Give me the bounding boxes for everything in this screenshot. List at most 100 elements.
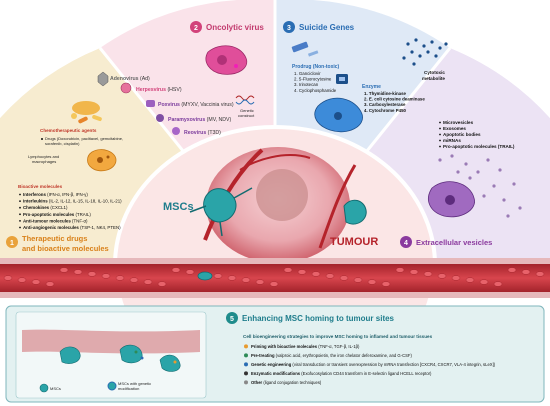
homing-bullet-icon: [244, 344, 248, 349]
red-blood-cell: [255, 279, 265, 285]
vesicle-dot: [438, 158, 442, 162]
genetic-label-1: Genetic: [240, 108, 254, 113]
cytotoxic-label-2: metabolite: [422, 76, 445, 81]
section-1-number: 1: [10, 240, 14, 247]
metabolite-dot: [414, 38, 418, 42]
metabolite-dot: [444, 42, 448, 46]
vesicle-dot: [512, 182, 516, 186]
red-blood-cell: [353, 277, 363, 283]
metabolite-dot: [410, 50, 414, 54]
blood-vessel-bottom-wall: [0, 292, 550, 298]
homing-receptor-dot: [134, 350, 138, 354]
prodrug-item: 2. 5-Fluorocytosine: [294, 77, 332, 82]
metabolite-dots: [402, 38, 448, 66]
corner-left: [0, 0, 100, 118]
section-1-title-1: Therapeutic drugs: [22, 234, 87, 243]
red-blood-cell: [507, 267, 517, 273]
homing-bullet-icon: [244, 362, 248, 367]
red-blood-cell: [31, 279, 41, 285]
red-blood-cell: [325, 273, 335, 279]
vesicle-dot: [450, 154, 454, 158]
legend-gm-label-2: modification: [118, 386, 139, 391]
virus-item: Herpesvirus (HSV): [136, 87, 182, 93]
homing-bullet-icon: [244, 353, 248, 358]
vesicle-dot: [506, 214, 510, 218]
bioactive-item: Interferons (IFN-α, IFN-β, IFN-γ): [23, 192, 88, 197]
pill-icon: [71, 101, 102, 124]
virus-list: Adenovirus (Ad)Herpesvirus (HSV)Poxvirus…: [110, 76, 234, 136]
adenovirus-icon: [97, 71, 109, 87]
bullet: [19, 220, 21, 222]
red-blood-cell: [59, 267, 69, 273]
metabolite-dot: [430, 40, 434, 44]
red-blood-cell: [171, 267, 181, 273]
enzyme-item: 3. Carboxylesterase: [364, 102, 406, 107]
red-blood-cell: [423, 271, 433, 277]
homing-msc-2: [119, 344, 143, 364]
prodrug-label: Prodrug (Non-toxic): [292, 64, 340, 70]
mscs-center-label: MSCs: [163, 201, 194, 213]
enzyme-item: 4. Cytochrome P450: [364, 108, 407, 113]
genetic-label-2: construct: [238, 113, 255, 118]
vesicle-dot: [482, 194, 486, 198]
section-5-number: 5: [230, 316, 234, 323]
msc-cell-arm: [189, 187, 253, 237]
bullet: [19, 226, 21, 229]
red-blood-cell: [87, 271, 97, 277]
red-blood-cell: [395, 267, 405, 273]
lymph-line-2: macrophages: [32, 159, 56, 164]
section-3-number: 3: [287, 25, 291, 32]
red-blood-cell: [381, 281, 391, 287]
tumour-core: [256, 169, 308, 221]
legend-msc-label: MSCs: [50, 386, 61, 391]
section-3-title: Suicide Genes: [299, 23, 355, 32]
metabolite-dot: [438, 46, 442, 50]
ev-cell-icon: [428, 181, 475, 218]
red-blood-cell: [213, 273, 223, 279]
virus-item: Poxvirus (MYXV, Vaccinia virus): [158, 102, 234, 108]
red-blood-cell: [129, 277, 139, 283]
section-5-title: Enhancing MSC homing to tumour sites: [242, 314, 395, 323]
virus-item: Paramyxovirus (MV, NDV): [168, 117, 232, 123]
metabolite-dot: [418, 54, 422, 58]
red-blood-cell: [115, 275, 125, 281]
red-blood-cell: [437, 273, 447, 279]
legend-msc-icon: [39, 383, 49, 393]
metabolite-dot: [434, 54, 438, 58]
red-blood-cells: [3, 267, 545, 287]
section-1-badge: [6, 236, 18, 248]
metabolite-dot: [406, 42, 410, 46]
red-blood-cell: [17, 277, 27, 283]
tumour-vessel-branch-1: [203, 148, 264, 241]
red-blood-cell: [241, 277, 251, 283]
vesicle-dot: [464, 162, 468, 166]
drugs-line-2: sorafenib, cisplatin): [45, 141, 80, 146]
msc-cell-center-2: [343, 199, 367, 225]
bullet: [439, 121, 441, 124]
vesicle-dot: [498, 168, 502, 172]
ev-item: miRNAs: [443, 138, 461, 143]
homing-receptor-dot: [173, 360, 177, 364]
reovirus-icon: [172, 127, 180, 135]
chemo-heading: Chemotherapeutic agents: [40, 128, 97, 133]
red-blood-cell: [297, 269, 307, 275]
red-blood-cell: [311, 271, 321, 277]
red-blood-cell: [185, 269, 195, 275]
macrophage-icon: [87, 149, 117, 172]
bullet: [19, 200, 21, 203]
homing-bullet-icon: [244, 371, 248, 376]
section-1-title-2: and bioactive molecules: [22, 244, 109, 253]
bullet: [439, 145, 441, 148]
bioactive-item: Pro-apoptotic molecules (TRAIL): [23, 212, 91, 217]
red-blood-cell: [451, 275, 461, 281]
red-blood-cell: [409, 269, 419, 275]
enzyme-label: Enzyme: [362, 84, 381, 90]
vesicle-dot: [456, 170, 460, 174]
red-blood-cell: [101, 273, 111, 279]
virus-item: Reovirus (T3D): [184, 130, 221, 136]
red-blood-cell: [493, 281, 503, 287]
red-blood-cell: [535, 271, 545, 277]
red-blood-cell: [143, 279, 153, 285]
